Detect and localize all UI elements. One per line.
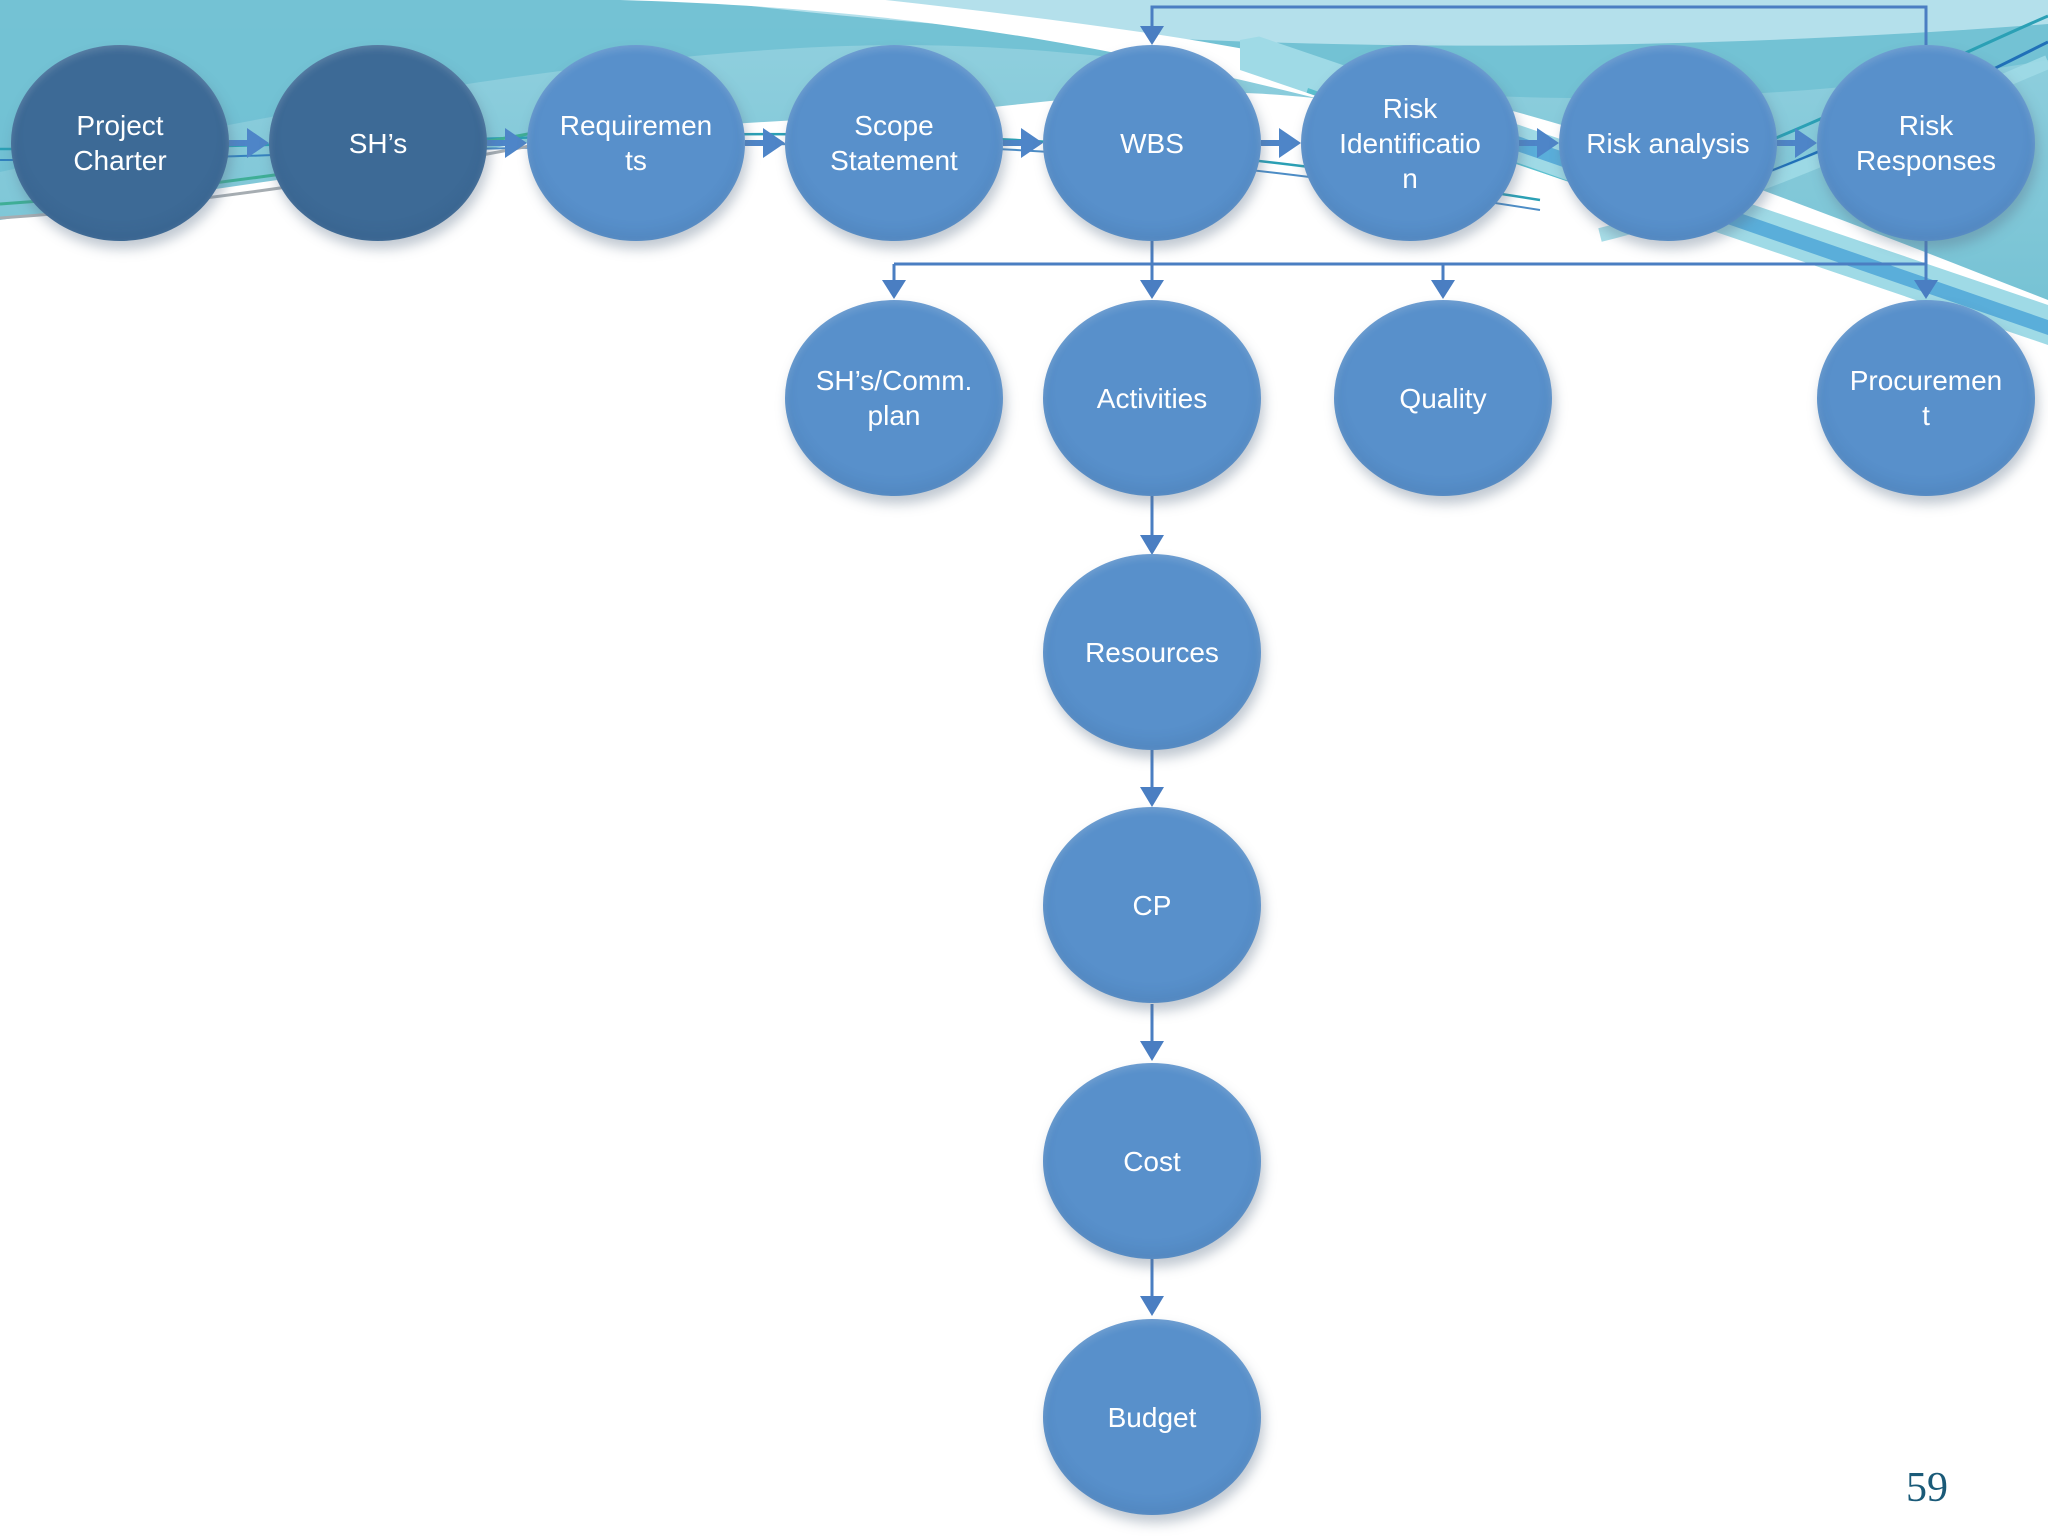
chain-arrow-activities-resources bbox=[1140, 496, 1164, 555]
wave-top-strip bbox=[700, 0, 2048, 46]
node-shs: SH’s bbox=[269, 45, 487, 241]
node-label: Quality bbox=[1399, 382, 1487, 414]
node-label: Budget bbox=[1107, 1401, 1197, 1433]
node-risk-identification: Risk Identificatio n bbox=[1301, 45, 1519, 241]
flow-arrow-1 bbox=[229, 128, 269, 158]
node-label: Cost bbox=[1123, 1145, 1181, 1177]
node-label: Risk Responses bbox=[1855, 110, 1997, 176]
node-activities: Activities bbox=[1043, 300, 1261, 496]
feedback-connector bbox=[1140, 5, 1928, 46]
page-number: 59 bbox=[1906, 1465, 1948, 1511]
node-risk-analysis: Risk analysis bbox=[1559, 45, 1777, 241]
node-cp: CP bbox=[1043, 807, 1261, 1003]
chain-arrow-resources-cp bbox=[1140, 750, 1164, 807]
flow-arrow-5 bbox=[1261, 128, 1301, 158]
arrow-to-procurement bbox=[1914, 280, 1938, 299]
arrow-to-activities bbox=[1140, 280, 1164, 299]
node-label: Project Charter bbox=[73, 110, 167, 176]
node-shs-comm-plan: SH’s/Comm. plan bbox=[785, 300, 1003, 496]
node-label: WBS bbox=[1120, 127, 1184, 159]
node-label: Resources bbox=[1085, 636, 1219, 668]
node-procurement: Procuremen t bbox=[1817, 300, 2035, 496]
node-label: SH’s/Comm. plan bbox=[815, 365, 973, 431]
node-wbs: WBS bbox=[1043, 45, 1261, 241]
node-project-charter: Project Charter bbox=[11, 45, 229, 241]
node-label: Risk Identificatio n bbox=[1339, 92, 1481, 194]
node-resources: Resources bbox=[1043, 554, 1261, 750]
chain-arrow-cp-cost bbox=[1140, 1004, 1164, 1061]
node-budget: Budget bbox=[1043, 1319, 1261, 1515]
flow-arrow-2 bbox=[487, 128, 527, 158]
node-label: Activities bbox=[1096, 382, 1208, 414]
node-label: CP bbox=[1132, 889, 1172, 921]
arrow-to-quality bbox=[1431, 280, 1455, 299]
flow-arrow-6 bbox=[1519, 128, 1559, 158]
node-label: Requiremen ts bbox=[559, 110, 713, 176]
chain-arrow-cost-budget bbox=[1140, 1259, 1164, 1316]
node-quality: Quality bbox=[1334, 300, 1552, 496]
node-label: Scope Statement bbox=[830, 110, 958, 176]
arrow-to-shs-comm-plan bbox=[882, 280, 906, 299]
distribution-connector bbox=[882, 241, 1938, 299]
node-risk-responses: Risk Responses bbox=[1817, 45, 2035, 241]
feedback-arrowhead bbox=[1140, 26, 1164, 45]
node-label: Procuremen t bbox=[1849, 365, 2003, 431]
node-label: Risk analysis bbox=[1586, 127, 1750, 159]
flow-arrow-4 bbox=[1003, 128, 1043, 158]
node-scope-statement: Scope Statement bbox=[785, 45, 1003, 241]
flow-arrow-3 bbox=[745, 128, 785, 158]
flow-arrow-7 bbox=[1777, 128, 1817, 158]
node-cost: Cost bbox=[1043, 1063, 1261, 1259]
node-label: SH’s bbox=[348, 127, 408, 159]
node-requirements: Requiremen ts bbox=[527, 45, 745, 241]
feedback-line bbox=[1150, 5, 1928, 46]
